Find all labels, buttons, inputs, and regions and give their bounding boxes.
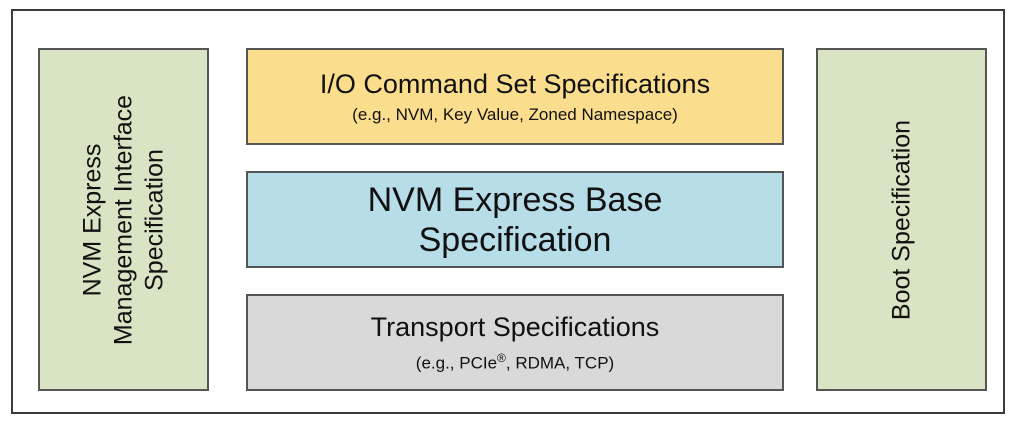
boot-spec-label: Boot Specification [887, 119, 915, 320]
io-command-set-title: I/O Command Set Specifications [319, 68, 711, 99]
transport-spec-box: Transport Specifications (e.g., PCIe®, R… [246, 294, 784, 391]
io-command-set-subtitle: (e.g., NVM, Key Value, Zoned Namespace) [352, 104, 678, 124]
transport-subtitle-pre: (e.g., PCIe [415, 353, 498, 373]
management-interface-spec-box: NVM Express Management Interface Specifi… [38, 48, 209, 391]
transport-subtitle-post: , RDMA, TCP) [505, 353, 615, 373]
boot-spec-box: Boot Specification [816, 48, 987, 391]
base-spec-line-2: Specification [418, 220, 612, 259]
base-spec-line-1: NVM Express Base [367, 180, 663, 219]
management-interface-line-3: Specification [140, 148, 168, 291]
transport-spec-title: Transport Specifications [370, 311, 660, 342]
registered-mark: ® [497, 350, 506, 365]
management-interface-line-2: Management Interface [109, 94, 137, 345]
transport-spec-subtitle: (e.g., PCIe®, RDMA, TCP) [416, 347, 614, 375]
base-spec-box: NVM Express Base Specification [246, 171, 784, 268]
management-interface-spec-label: NVM Express Management Interface Specifi… [77, 94, 170, 344]
management-interface-line-1: NVM Express [78, 143, 106, 296]
io-command-set-spec-box: I/O Command Set Specifications (e.g., NV… [246, 48, 784, 145]
